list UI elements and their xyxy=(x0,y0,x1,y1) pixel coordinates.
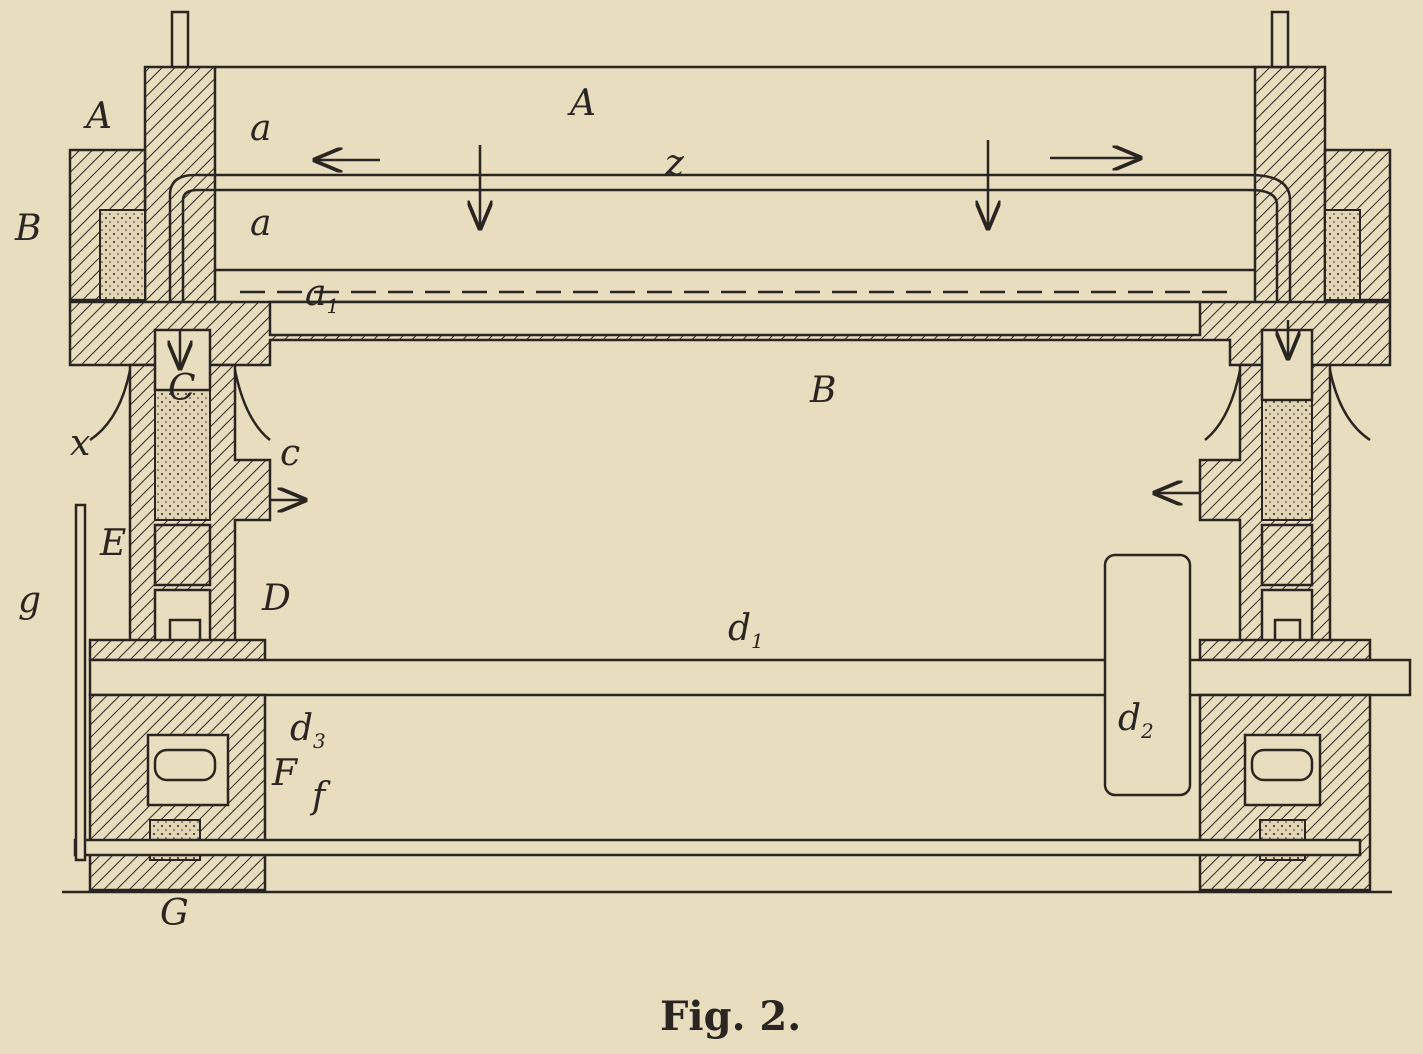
label-F: F xyxy=(271,753,299,794)
label-A-top: A xyxy=(567,83,596,124)
label-B-left: B xyxy=(14,208,41,249)
lower-housing-right xyxy=(1198,693,1372,892)
flow-arrows xyxy=(180,140,1288,500)
label-C: C xyxy=(168,368,196,409)
rod-g xyxy=(74,503,87,862)
label-d2: d2 xyxy=(1118,698,1154,743)
label-d1: d1 xyxy=(728,608,764,653)
lower-housing-left xyxy=(88,693,267,892)
label-a-upper: a xyxy=(250,108,271,149)
terminal-posts xyxy=(170,10,1290,69)
trough-bottom xyxy=(268,300,1202,337)
label-A-left: A xyxy=(83,96,112,137)
label-g: g xyxy=(18,580,41,621)
label-B-bottom: B xyxy=(809,370,836,411)
pipe-z xyxy=(168,173,1292,350)
label-z: z xyxy=(664,143,685,184)
lower-rod xyxy=(73,838,1362,857)
label-c: c xyxy=(280,433,300,474)
label-d3: d3 xyxy=(290,708,326,753)
side-bath-B xyxy=(68,148,1392,302)
pulley-d2 xyxy=(1103,553,1192,797)
label-a1: a1 xyxy=(305,273,339,318)
label-G: G xyxy=(160,893,189,934)
trough-A xyxy=(215,65,1255,294)
left-column xyxy=(143,65,217,309)
label-E: E xyxy=(99,523,126,564)
figure-caption: Fig. 2. xyxy=(660,993,801,1040)
label-x: x xyxy=(70,423,90,464)
label-a-lower: a xyxy=(250,203,271,244)
label-f: f xyxy=(309,776,331,817)
label-D: D xyxy=(261,578,291,619)
